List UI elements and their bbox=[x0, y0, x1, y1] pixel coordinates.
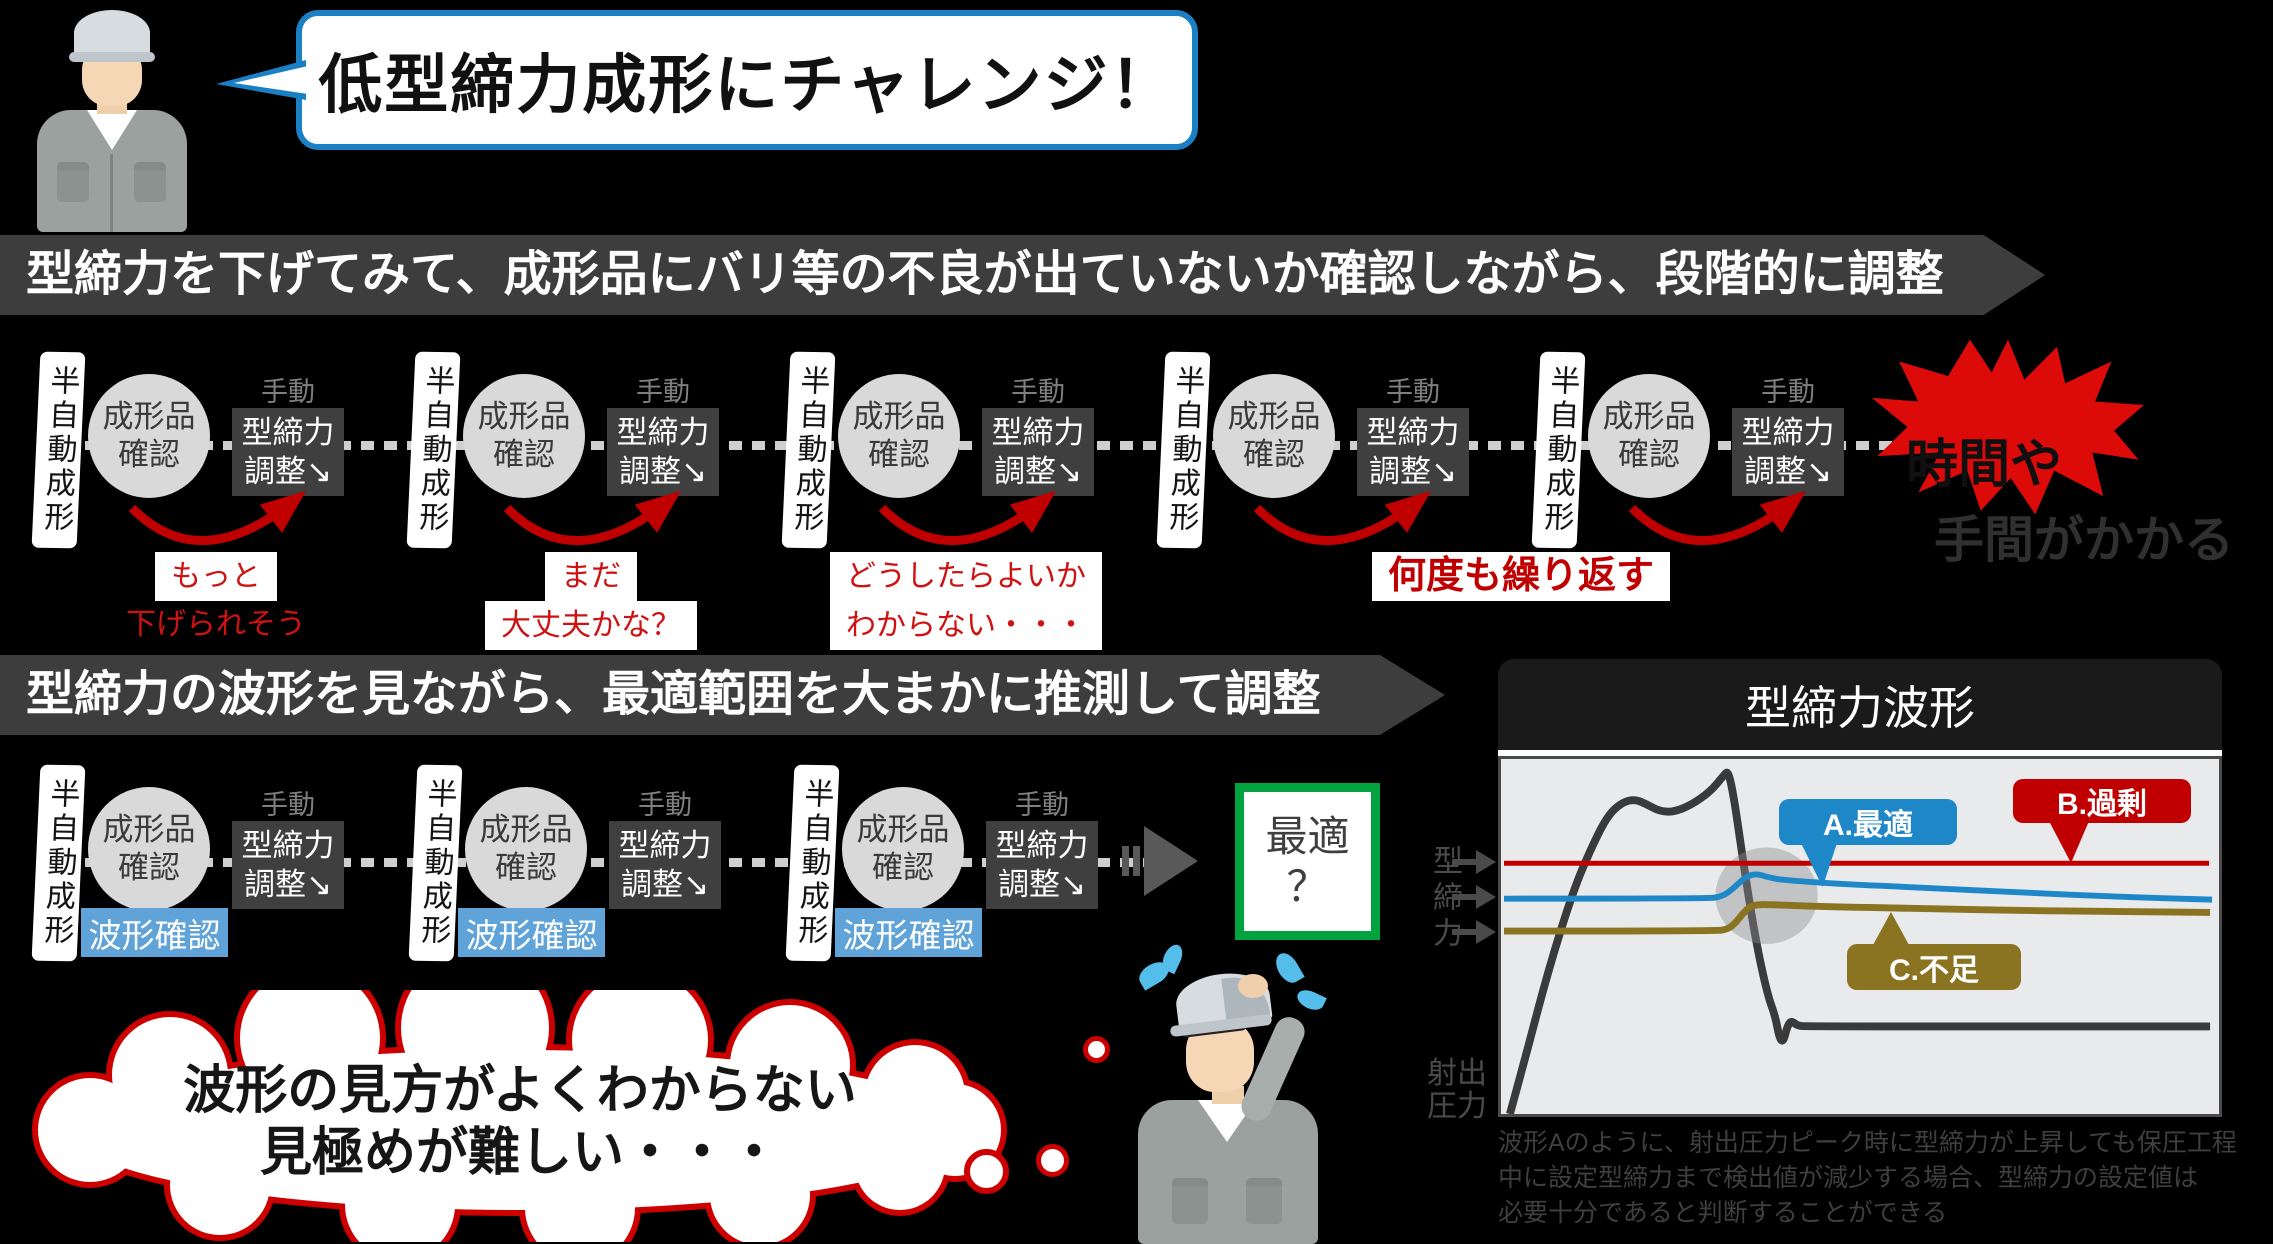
waveform-plot: A.最適 B.過剰 C.不足 bbox=[1498, 756, 2222, 1117]
speech-bubble: 低型締力成形にチャレンジ！ bbox=[216, 10, 1198, 150]
axis-arrow-icon bbox=[1452, 850, 1496, 874]
waveform-curves bbox=[1504, 768, 2213, 1114]
manual-label: 手動 bbox=[1015, 790, 1069, 820]
waveform-check-box: 波形確認 bbox=[458, 908, 605, 957]
semi-auto-molding-bar: 半自動成形 bbox=[1531, 351, 1586, 549]
hard-hat-icon bbox=[74, 10, 150, 56]
retry-curved-arrow bbox=[1628, 490, 1807, 546]
worker-avatar bbox=[12, 4, 212, 232]
step-comment: 何度も繰り返す bbox=[1311, 552, 1731, 601]
axis-arrow-icon bbox=[1452, 920, 1496, 944]
worker-pocket bbox=[1172, 1178, 1208, 1224]
burst-text-line1: 時間や bbox=[1906, 436, 2063, 494]
worker-pocket bbox=[57, 162, 89, 202]
process-step: 半自動成形 成形品確認 手動 型締力調整↘ 何度も繰り返す bbox=[1156, 346, 1670, 656]
worker-pocket bbox=[1246, 1178, 1282, 1224]
step-comment: どうしたらよいかわからない・・・ bbox=[756, 552, 1176, 650]
burst-text-line2: 手間がかかる bbox=[1934, 512, 2234, 568]
clamp-force-adjust-box: 型締力調整↘ bbox=[986, 821, 1098, 909]
step-comment: まだ大丈夫かな？ bbox=[381, 552, 801, 650]
chart-title: 型締力波形 bbox=[1745, 681, 1975, 734]
process-step: 半自動成形 成形品確認 手動 型締力調整↘ 波形確認 bbox=[31, 759, 376, 1069]
clamp-force-adjust-box: 型締力調整↘ bbox=[1357, 408, 1469, 496]
chart-title-bar: 型締力波形 bbox=[1498, 659, 2222, 750]
waveform-check-box: 波形確認 bbox=[835, 908, 982, 957]
clamp-force-adjust-box: 型締力調整↘ bbox=[232, 821, 344, 909]
semi-auto-molding-bar: 半自動成形 bbox=[1156, 351, 1211, 549]
cloud-text-line2: 見極めが難しい・・・ bbox=[259, 1124, 780, 1182]
thought-trail-circle bbox=[1083, 1036, 1110, 1063]
process-step: 半自動成形 成形品確認 手動 型締力調整↘ 波形確認 bbox=[785, 759, 1130, 1069]
step-comment: もっと下げられそう bbox=[6, 552, 426, 648]
thought-trail-circle bbox=[964, 1149, 1009, 1194]
hard-hat-brim bbox=[69, 52, 155, 62]
process-step: 半自動成形 成形品確認 手動 型締力調整↘ 波形確認 bbox=[408, 759, 753, 1069]
retry-curved-arrow bbox=[1253, 490, 1432, 546]
axis-arrow-icon bbox=[1452, 885, 1496, 909]
process-step: 半自動成形 成形品確認 手動 型締力調整↘ まだ大丈夫かな？ bbox=[406, 346, 751, 656]
semi-auto-molding-bar: 半自動成形 bbox=[408, 764, 463, 962]
frame-inner: 最適 ？ bbox=[1240, 788, 1375, 935]
retry-curved-arrow bbox=[503, 490, 682, 546]
retry-curved-arrow bbox=[128, 490, 307, 546]
manual-label: 手動 bbox=[1386, 377, 1440, 407]
worried-worker-avatar bbox=[1120, 941, 1340, 1244]
thought-cloud bbox=[32, 990, 1007, 1242]
molded-part-check-circle: 成形品確認 bbox=[838, 374, 960, 498]
manual-label: 手動 bbox=[638, 790, 692, 820]
banner-stepwise-adjust: 型締力を下げてみて、成形品にバリ等の不良が出ていないか確認しながら、段階的に調整 bbox=[0, 235, 2045, 315]
series-A.最適 bbox=[1504, 871, 2213, 903]
cloud-text-line1: 波形の見方がよくわからない bbox=[183, 1062, 857, 1120]
molded-part-check-circle: 成形品確認 bbox=[463, 374, 585, 498]
sweat-drop-icon bbox=[1294, 986, 1327, 1014]
callout-shortage: C.不足 bbox=[1847, 944, 2021, 990]
worker-pocket bbox=[134, 162, 166, 202]
molded-part-check-circle: 成形品確認 bbox=[88, 374, 210, 498]
manual-label: 手動 bbox=[636, 377, 690, 407]
molded-part-check-circle: 成形品確認 bbox=[1213, 374, 1335, 498]
optimal-text: 最適 bbox=[1265, 812, 1350, 860]
chart-caption: 波形Aのように、射出圧力ピーク時に型締力が上昇しても保圧工程 中に設定型締力まで… bbox=[1498, 1129, 2237, 1227]
semi-auto-molding-bar: 半自動成形 bbox=[781, 351, 836, 549]
process-step: 半自動成形 成形品確認 手動 型締力調整↘ もっと下げられそう bbox=[31, 346, 376, 656]
process-step: 半自動成形 成形品確認 手動 型締力調整↘ bbox=[1531, 346, 1876, 656]
speech-bubble-text: 低型締力成形にチャレンジ！ bbox=[318, 49, 1176, 121]
forward-arrow-icon bbox=[1122, 826, 1198, 896]
question-mark: ？ bbox=[1286, 862, 1329, 910]
banner-waveform-adjust: 型締力の波形を見ながら、最適範囲を大まかに推測して調整 bbox=[0, 655, 1445, 735]
clamp-force-adjust-box: 型締力調整↘ bbox=[232, 408, 344, 496]
injection-pressure-label: 射出 圧力 bbox=[1427, 1057, 1487, 1123]
manual-label: 手動 bbox=[261, 790, 315, 820]
clamp-force-adjust-box: 型締力調整↘ bbox=[1732, 408, 1844, 496]
waveform-check-box: 波形確認 bbox=[81, 908, 228, 957]
clamp-force-adjust-box: 型締力調整↘ bbox=[982, 408, 1094, 496]
series-C.不足 bbox=[1504, 901, 2211, 935]
callout-optimal: A.最適 bbox=[1779, 799, 1957, 845]
process-step: 半自動成形 成形品確認 手動 型締力調整↘ どうしたらよいかわからない・・・ bbox=[781, 346, 1126, 656]
callout-excess: B.過剰 bbox=[2013, 779, 2191, 823]
manual-label: 手動 bbox=[1011, 377, 1065, 407]
molded-part-check-circle: 成形品確認 bbox=[1588, 374, 1710, 498]
worker-jacket-zip bbox=[110, 154, 113, 232]
sweat-drop-icon bbox=[1271, 949, 1305, 987]
molded-part-check-circle: 成形品確認 bbox=[465, 787, 587, 911]
series-射出圧力 bbox=[1506, 768, 2211, 1114]
retry-curved-arrow bbox=[878, 490, 1057, 546]
chart-divider bbox=[1498, 750, 2222, 756]
semi-auto-molding-bar: 半自動成形 bbox=[785, 764, 840, 962]
clamp-force-adjust-box: 型締力調整↘ bbox=[609, 821, 721, 909]
optimal-question-frame: 最適 ？ bbox=[1235, 783, 1380, 940]
manual-label: 手動 bbox=[1761, 377, 1815, 407]
thought-trail-circle bbox=[1036, 1144, 1069, 1177]
semi-auto-molding-bar: 半自動成形 bbox=[31, 351, 86, 549]
semi-auto-molding-bar: 半自動成形 bbox=[406, 351, 461, 549]
clamp-force-adjust-box: 型締力調整↘ bbox=[607, 408, 719, 496]
manual-label: 手動 bbox=[261, 377, 315, 407]
molded-part-check-circle: 成形品確認 bbox=[88, 787, 210, 911]
hand-on-helmet bbox=[1238, 974, 1268, 998]
semi-auto-molding-bar: 半自動成形 bbox=[31, 764, 86, 962]
molded-part-check-circle: 成形品確認 bbox=[842, 787, 964, 911]
